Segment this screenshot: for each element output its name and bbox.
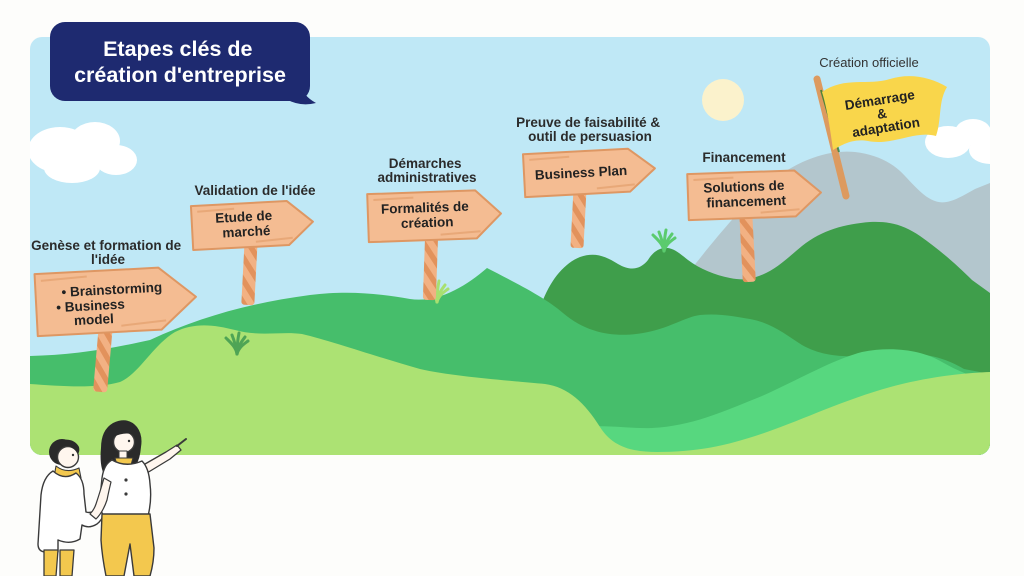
signpost-5-post — [739, 211, 756, 283]
woman-pants — [100, 513, 155, 576]
signpost-2-post — [241, 239, 258, 306]
signpost-3-board — [366, 189, 502, 244]
signpost-5-board — [686, 169, 822, 222]
signpost-2-board — [189, 200, 314, 252]
signpost-3: Formalités de création — [366, 189, 502, 244]
signpost-4: Business Plan — [521, 147, 656, 199]
signpost-1-board — [33, 266, 197, 338]
signpost-1-post — [93, 323, 113, 393]
step-label-5: Financement — [702, 150, 786, 165]
woman-figure — [89, 420, 187, 576]
flag-cloth — [822, 76, 947, 150]
title-bubble: Etapes clés de création d'entreprise — [50, 22, 316, 105]
signpost-4-post — [570, 187, 587, 249]
woman-arm — [89, 477, 112, 520]
signpost-3-post — [422, 233, 439, 301]
man-jacket — [37, 470, 105, 553]
title-bubble-box — [50, 22, 310, 101]
hill-light-green — [30, 325, 990, 455]
people-illustration — [37, 420, 187, 576]
finish-flag: Démarrage & adaptation — [813, 75, 947, 200]
signpost-1-text: • Brainstorming • Business model — [55, 279, 168, 329]
signpost-2-text: Etude de marché — [215, 208, 277, 241]
signpost-5-text: Solutions de financement — [703, 178, 789, 211]
step-label-2: Validation de l'idée — [195, 183, 316, 198]
step-label-1: Genèse et formation de l'idée — [31, 238, 185, 267]
step-label-3: Démarches administratives — [377, 156, 476, 185]
woman-shirt — [99, 459, 152, 517]
page-title: Etapes clés de création d'entreprise — [74, 37, 286, 87]
signpost-4-text: Business Plan — [535, 163, 628, 183]
signpost-5: Solutions de financement — [686, 169, 822, 222]
signpost-3-text: Formalités de création — [381, 199, 474, 232]
step-label-4: Preuve de faisabilité & outil de persuas… — [516, 115, 664, 144]
sun — [702, 79, 744, 121]
landscape-scene: • Brainstorming • Business model Etude d… — [30, 37, 990, 455]
cloud-left — [30, 122, 137, 183]
man-pants — [43, 549, 75, 576]
signpost-2: Etude de marché — [189, 200, 314, 252]
man-figure — [37, 439, 105, 576]
signpost-1: • Brainstorming • Business model — [33, 266, 197, 338]
step-label-6: Création officielle — [819, 55, 918, 70]
